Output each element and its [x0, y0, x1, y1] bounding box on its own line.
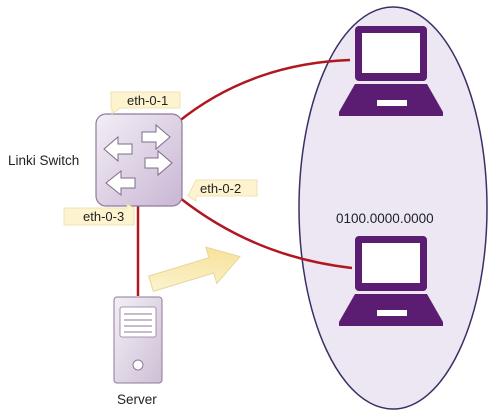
network-address-label: 0100.0000.0000 [336, 211, 434, 226]
switch-label: Linki Switch [8, 153, 79, 168]
link-eth-0-1 [177, 58, 351, 123]
port-label-eth-0-3: eth-0-3 [63, 203, 135, 226]
port-label-eth-0-2: eth-0-2 [187, 179, 258, 202]
flow-arrow-icon [148, 246, 241, 293]
server-label: Server [117, 392, 157, 407]
link-eth-0-2 [179, 197, 353, 270]
port-label-text: eth-0-2 [200, 181, 241, 196]
port-label-text: eth-0-1 [127, 93, 168, 108]
laptop-icon[interactable] [339, 236, 443, 326]
laptop-icon[interactable] [339, 26, 443, 116]
server-icon[interactable] [113, 296, 163, 384]
port-label-text: eth-0-3 [83, 209, 124, 224]
switch-icon[interactable] [95, 113, 183, 207]
port-label-eth-0-1: eth-0-1 [110, 91, 181, 115]
